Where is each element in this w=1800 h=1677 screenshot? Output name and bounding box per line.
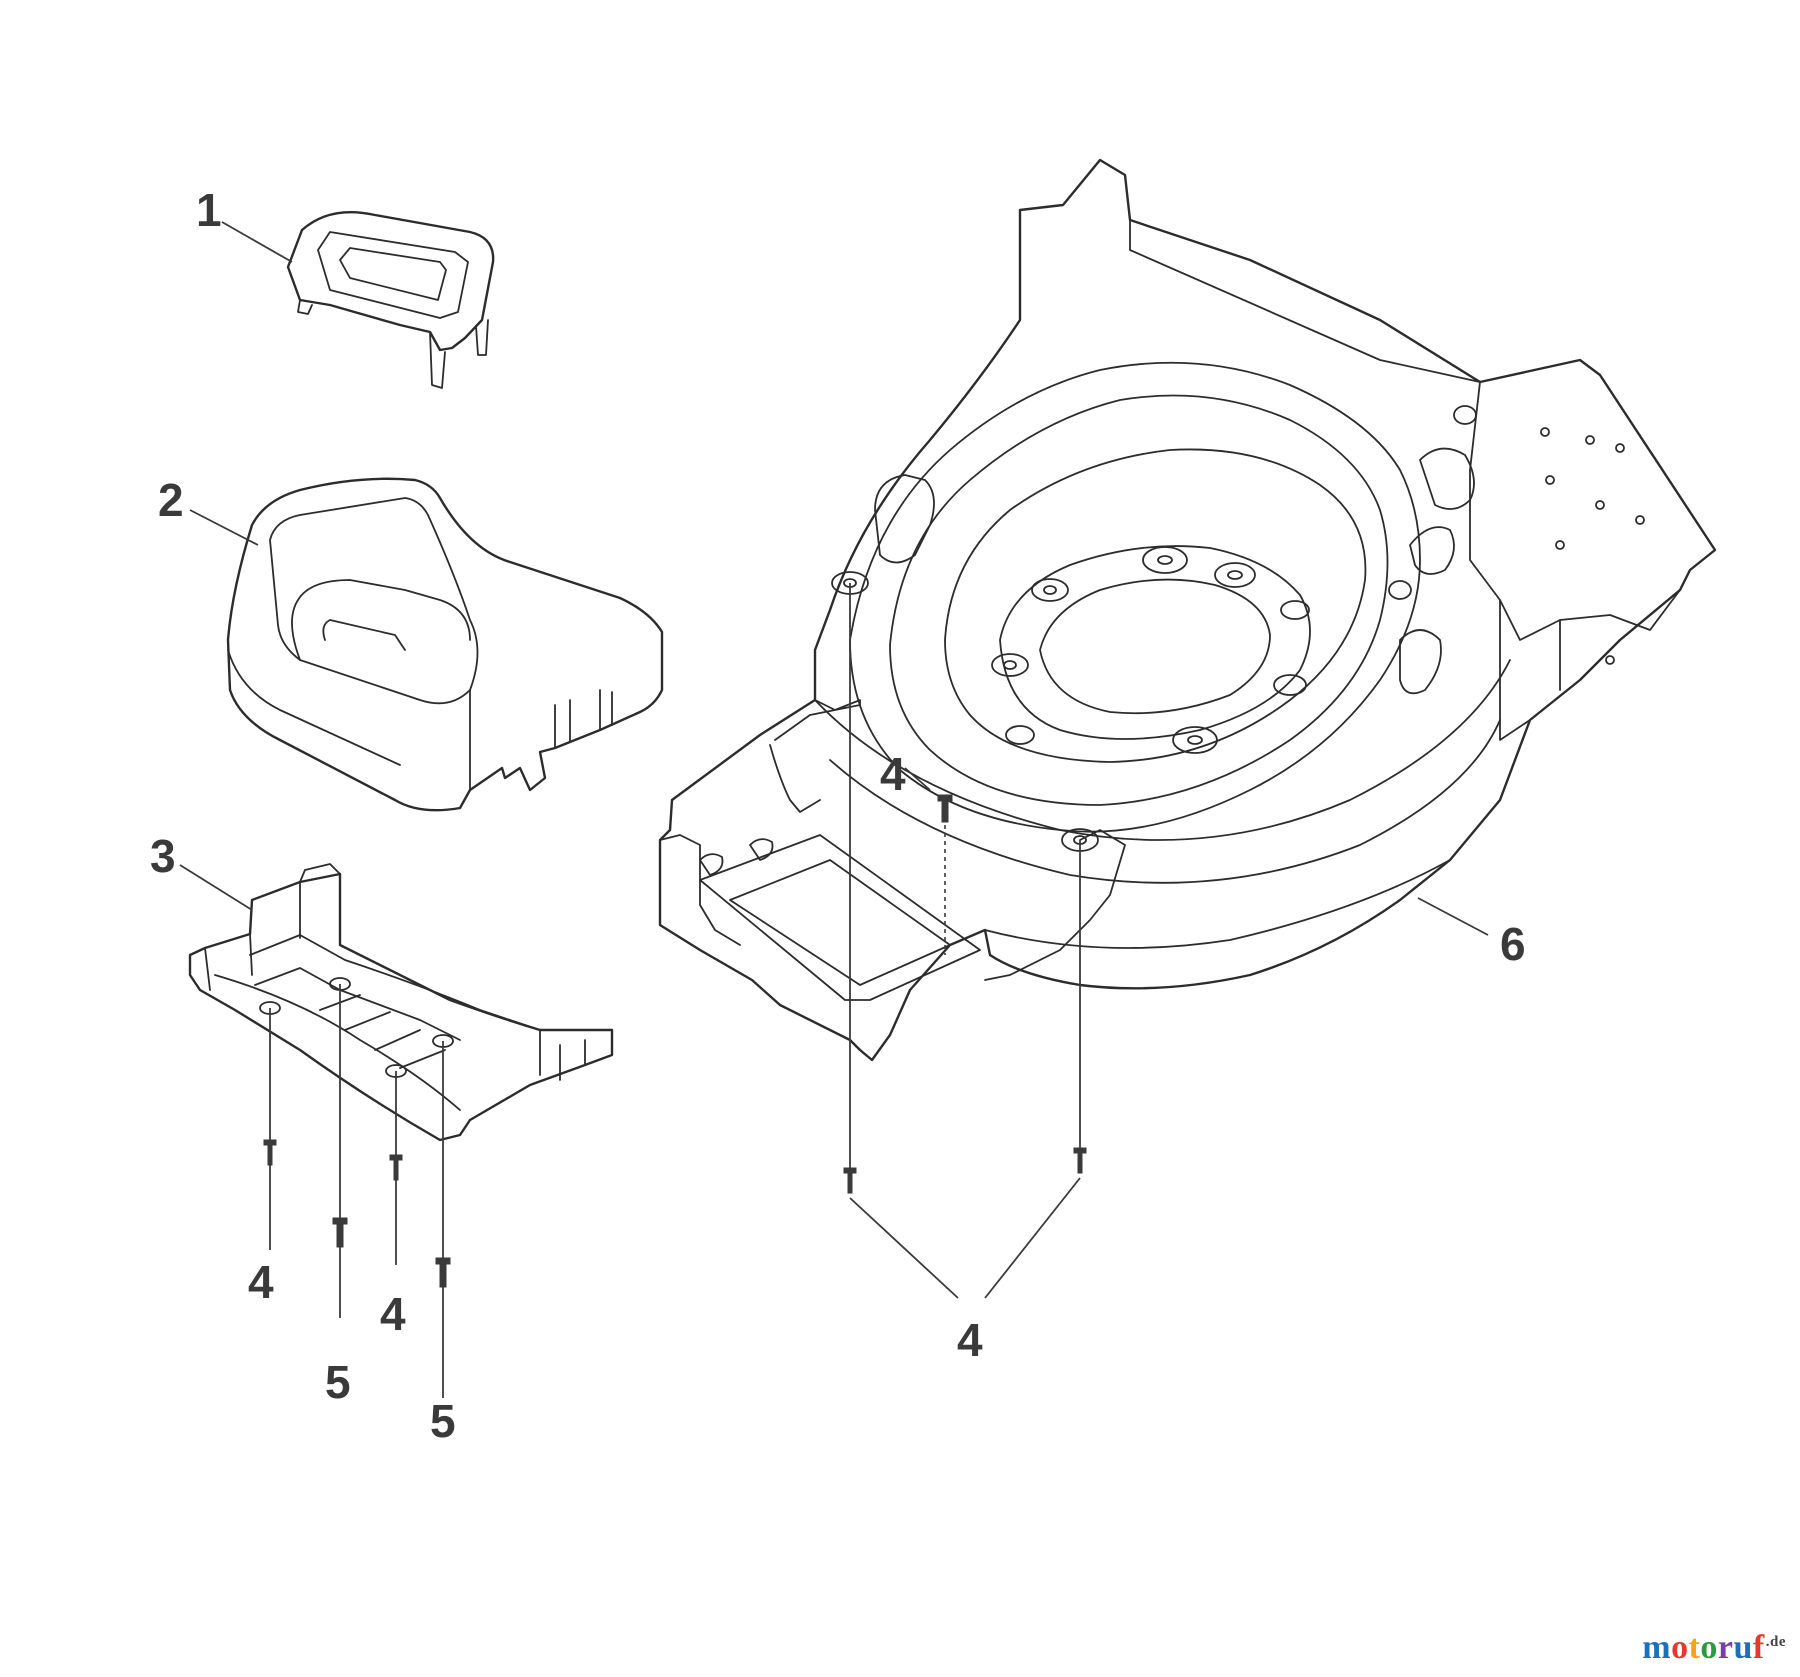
callout-4-deck-bottom: 4 xyxy=(957,1314,983,1366)
deck-bosses xyxy=(991,546,1310,754)
screw-left-4a xyxy=(263,1139,277,1166)
part-1-cap xyxy=(286,211,495,389)
watermark-letter: r xyxy=(1717,1629,1734,1666)
screw-left-5b xyxy=(435,1257,451,1288)
part-3-tray xyxy=(188,863,614,1142)
motoruf-watermark-logo: motoruf.de xyxy=(1642,1629,1786,1667)
callout-labels: 1 2 3 4 6 4 5 4 5 4 xyxy=(150,184,1526,1447)
callout-4-deck-top: 4 xyxy=(880,748,906,800)
screw-deck-top xyxy=(937,794,953,823)
callout-3: 3 xyxy=(150,830,176,882)
callout-5-left-b: 5 xyxy=(430,1395,456,1447)
screw-left-5a xyxy=(332,1217,348,1248)
callout-leaders xyxy=(179,221,1489,936)
callout-5-left-a: 5 xyxy=(325,1356,351,1408)
watermark-letter: f xyxy=(1752,1629,1765,1666)
screws-right xyxy=(843,583,1087,1299)
screw-deck-right xyxy=(1073,1147,1087,1174)
watermark-suffix: .de xyxy=(1765,1633,1786,1650)
watermark-letter: o xyxy=(1700,1629,1718,1666)
callout-2: 2 xyxy=(158,474,184,526)
watermark-letter: u xyxy=(1733,1629,1753,1666)
screw-deck-left xyxy=(843,1167,857,1194)
callout-4-left-b: 4 xyxy=(380,1288,406,1340)
watermark-letters: motoruf xyxy=(1642,1629,1765,1666)
watermark-letter: t xyxy=(1688,1629,1701,1666)
screws-left xyxy=(263,984,451,1398)
watermark-letter: m xyxy=(1642,1629,1672,1666)
part-6-deck xyxy=(658,158,1717,1062)
callout-4-left-a: 4 xyxy=(248,1256,274,1308)
watermark-letter: o xyxy=(1671,1629,1689,1666)
screw-left-4b xyxy=(389,1154,403,1181)
callout-6: 6 xyxy=(1500,918,1526,970)
part-2-cover xyxy=(226,477,664,812)
callout-1: 1 xyxy=(196,184,222,236)
